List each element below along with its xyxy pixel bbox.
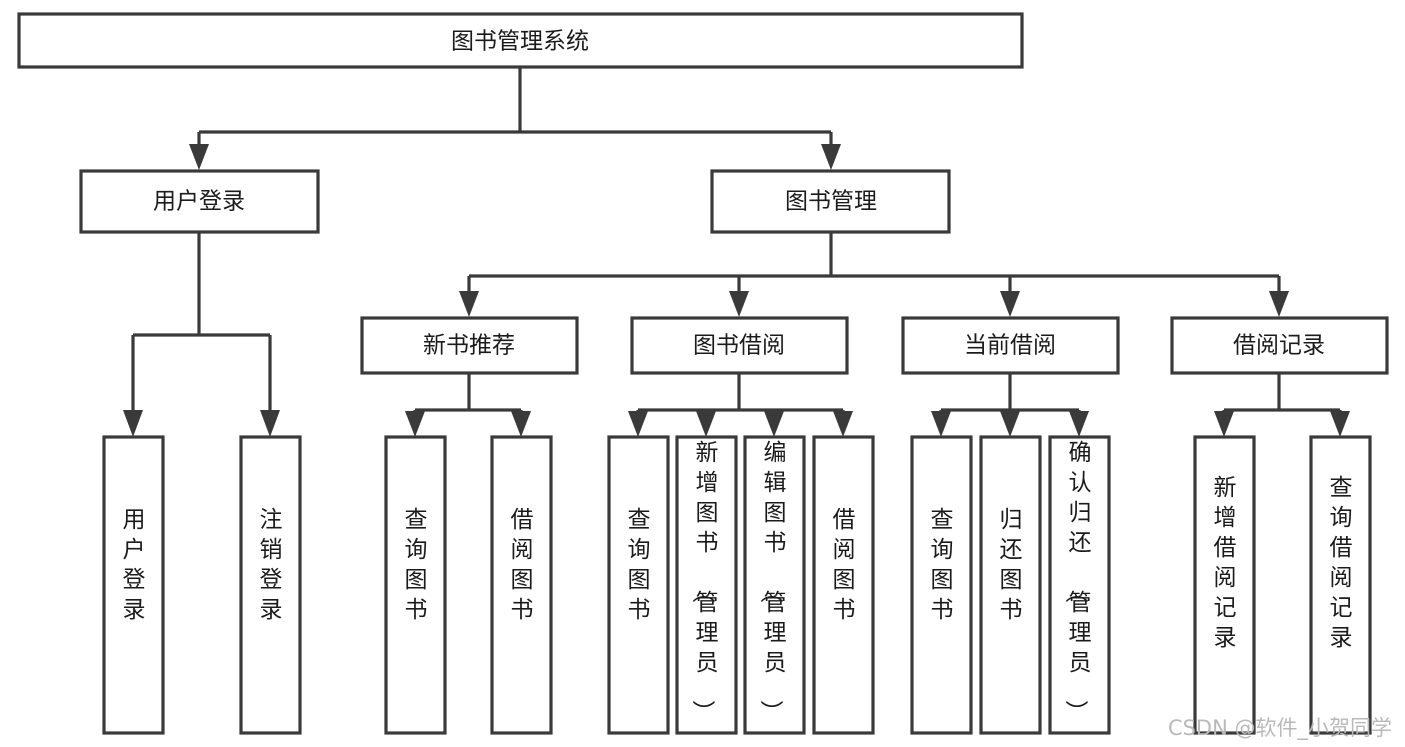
connector-group-current-borrow xyxy=(931,373,1089,437)
node-book-manage-label: 图书管理 xyxy=(785,189,877,215)
connector-group-new-book-recommend xyxy=(405,373,531,437)
node-book-manage[interactable]: 图书管理 xyxy=(710,169,951,234)
node-leaf-user-login[interactable]: 用户登录 xyxy=(102,435,165,735)
node-book-borrow-box[interactable] xyxy=(630,316,849,375)
node-leaf-query-record[interactable]: 查询借阅记录 xyxy=(1309,435,1372,735)
connector-group-book-borrow xyxy=(628,373,853,437)
node-leaf-borrow-book-2-box[interactable] xyxy=(812,435,875,735)
arrowhead-new-book-recommend xyxy=(459,291,479,317)
node-current-borrow-label: 当前借阅 xyxy=(964,333,1056,359)
node-leaf-borrow-book-2-label: 借阅图书 xyxy=(833,507,856,623)
arrowhead-leaf-borrow-book-2 xyxy=(833,411,853,437)
node-leaf-borrow-book-1-label: 借阅图书 xyxy=(511,507,534,623)
node-leaf-edit-book[interactable]: 编辑图书（管理员） xyxy=(743,435,806,735)
node-leaf-query-book-3-label: 查询图书 xyxy=(931,507,954,623)
node-leaf-add-record[interactable]: 新增借阅记录 xyxy=(1193,435,1256,735)
node-new-book-recommend-box[interactable] xyxy=(360,316,579,375)
arrowhead-leaf-add-book xyxy=(696,411,716,437)
node-leaf-query-book-2-label: 查询图书 xyxy=(628,507,651,623)
arrowhead-leaf-query-book-2 xyxy=(628,411,648,437)
node-borrow-record[interactable]: 借阅记录 xyxy=(1170,316,1389,375)
arrowhead-current-borrow xyxy=(1000,291,1020,317)
connector-group-user-login xyxy=(123,232,280,437)
arrowhead-book-manage xyxy=(821,144,841,170)
node-leaf-user-logout-box[interactable] xyxy=(239,435,302,735)
connector-group-root xyxy=(189,67,841,170)
node-leaf-add-book-label: 新增图书（管理员） xyxy=(690,440,719,723)
node-leaf-add-book[interactable]: 新增图书（管理员） xyxy=(675,435,738,735)
node-root-box[interactable] xyxy=(17,12,1024,69)
node-book-borrow-label: 图书借阅 xyxy=(693,333,785,359)
arrowhead-leaf-query-book-3 xyxy=(931,411,951,437)
arrowhead-leaf-add-record xyxy=(1214,411,1234,437)
node-leaf-query-book-3-box[interactable] xyxy=(910,435,973,735)
node-borrow-record-label: 借阅记录 xyxy=(1233,333,1325,359)
node-user-login[interactable]: 用户登录 xyxy=(79,169,320,234)
arrowhead-leaf-borrow-book-1 xyxy=(511,411,531,437)
node-leaf-return-book-label: 归还图书 xyxy=(1000,507,1023,623)
connector-group-book-manage xyxy=(459,232,1289,317)
connector-group-borrow-record xyxy=(1214,373,1350,437)
node-leaf-return-book-box[interactable] xyxy=(979,435,1042,735)
csdn-watermark: CSDN @软件_小贺同学 xyxy=(1168,716,1392,741)
node-leaf-query-book-2[interactable]: 查询图书 xyxy=(607,435,670,735)
arrowhead-user-login xyxy=(189,144,209,170)
arrowhead-leaf-user-logout xyxy=(260,410,280,437)
node-leaf-add-book-box[interactable] xyxy=(675,435,738,735)
node-leaf-edit-book-label: 编辑图书（管理员） xyxy=(758,440,787,723)
arrowhead-leaf-query-book-1 xyxy=(405,411,425,437)
node-leaf-borrow-book-1[interactable]: 借阅图书 xyxy=(490,435,553,735)
node-leaf-add-record-box[interactable] xyxy=(1193,435,1256,735)
node-current-borrow-box[interactable] xyxy=(901,316,1120,375)
node-leaf-user-login-box[interactable] xyxy=(102,435,165,735)
node-new-book-recommend-label: 新书推荐 xyxy=(423,333,515,359)
node-current-borrow[interactable]: 当前借阅 xyxy=(901,316,1120,375)
node-root-label: 图书管理系统 xyxy=(451,29,589,55)
node-leaf-confirm-return-label: 确认归还（管理员） xyxy=(1063,440,1092,723)
node-leaf-query-book-1-box[interactable] xyxy=(384,435,447,735)
node-leaf-query-record-box[interactable] xyxy=(1309,435,1372,735)
arrowhead-book-borrow xyxy=(729,291,749,317)
node-leaf-query-book-1[interactable]: 查询图书 xyxy=(384,435,447,735)
node-new-book-recommend[interactable]: 新书推荐 xyxy=(360,316,579,375)
node-root[interactable]: 图书管理系统 xyxy=(17,12,1024,69)
node-leaf-edit-book-box[interactable] xyxy=(743,435,806,735)
node-leaf-user-logout[interactable]: 注销登录 xyxy=(239,435,302,735)
node-leaf-query-book-2-box[interactable] xyxy=(607,435,670,735)
node-book-borrow[interactable]: 图书借阅 xyxy=(630,316,849,375)
node-leaf-borrow-book-1-box[interactable] xyxy=(490,435,553,735)
node-leaf-user-logout-label: 注销登录 xyxy=(260,507,283,623)
arrowhead-leaf-confirm-return xyxy=(1069,411,1089,437)
node-user-login-label: 用户登录 xyxy=(153,189,245,215)
node-leaf-add-record-label: 新增借阅记录 xyxy=(1214,475,1237,651)
node-borrow-record-box[interactable] xyxy=(1170,316,1389,375)
node-leaf-confirm-return[interactable]: 确认归还（管理员） xyxy=(1048,435,1111,735)
arrowhead-borrow-record xyxy=(1269,291,1289,317)
node-leaf-query-book-1-label: 查询图书 xyxy=(405,507,428,623)
node-user-login-box[interactable] xyxy=(79,169,320,234)
node-leaf-return-book[interactable]: 归还图书 xyxy=(979,435,1042,735)
node-leaf-borrow-book-2[interactable]: 借阅图书 xyxy=(812,435,875,735)
node-leaf-query-record-label: 查询借阅记录 xyxy=(1330,475,1353,651)
arrowhead-leaf-return-book xyxy=(1000,411,1020,437)
arrowhead-leaf-edit-book xyxy=(764,411,784,437)
node-leaf-user-login-label: 用户登录 xyxy=(123,507,146,623)
node-book-manage-box[interactable] xyxy=(710,169,951,234)
node-leaf-query-book-3[interactable]: 查询图书 xyxy=(910,435,973,735)
arrowhead-leaf-user-login xyxy=(123,410,143,437)
arrowhead-leaf-query-record xyxy=(1330,411,1350,437)
node-leaf-confirm-return-box[interactable] xyxy=(1048,435,1111,735)
